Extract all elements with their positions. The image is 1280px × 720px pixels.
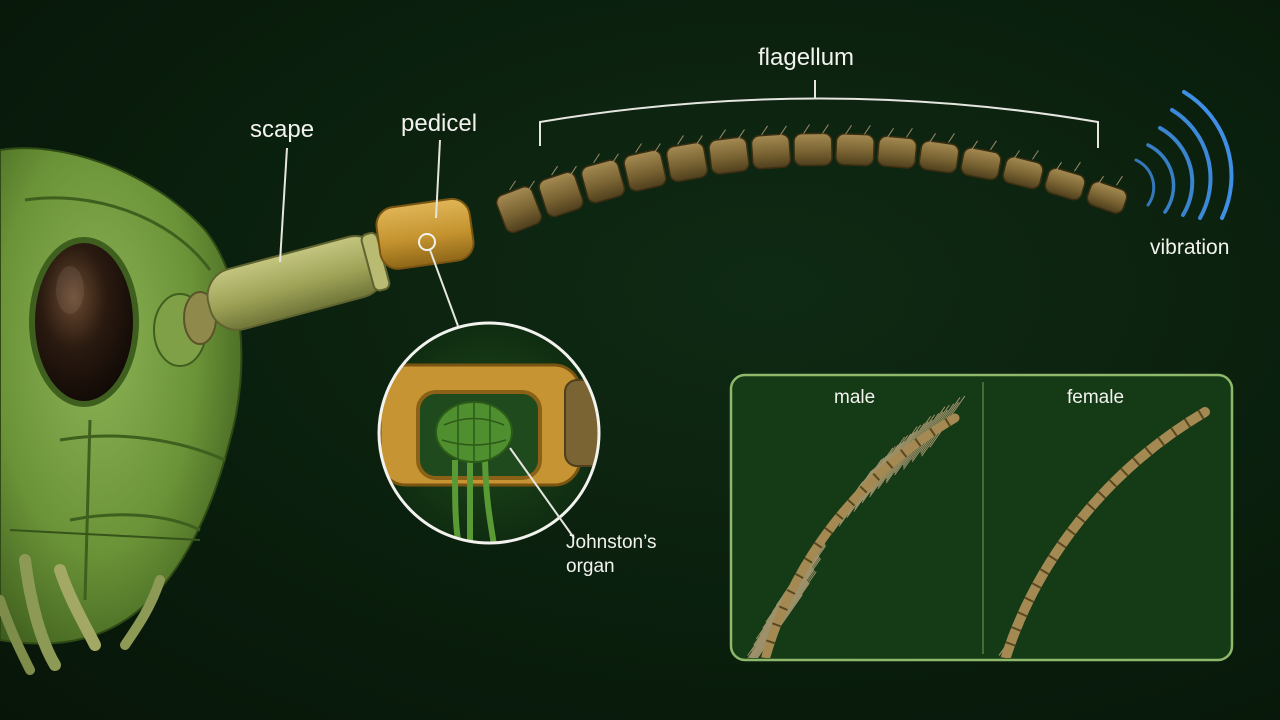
flagellum-hair <box>1032 150 1039 160</box>
scape-leader-line <box>279 147 288 263</box>
flagellum-hair <box>887 127 894 138</box>
flagellum-hair <box>1055 161 1062 172</box>
vibration-label: vibration <box>1150 236 1230 259</box>
flagellum-hair <box>551 165 558 176</box>
flagellum-segment <box>708 136 750 175</box>
scape-segment <box>206 232 391 331</box>
compound-eye <box>29 237 139 407</box>
flagellum-segment <box>1086 181 1128 214</box>
flagellum-label: flagellum <box>758 44 855 71</box>
flagellum-segment <box>918 140 960 174</box>
johnstons-organ-leader-line <box>509 447 575 539</box>
female-label: female <box>1067 387 1125 408</box>
flagellum-hair <box>528 180 535 191</box>
flagellum-hair <box>509 180 516 191</box>
flagellum-hair <box>971 140 978 151</box>
flagellum-segment <box>580 159 626 204</box>
insect-head <box>0 147 243 675</box>
flagellum-hair <box>593 153 600 163</box>
flagellum-hair <box>612 153 619 163</box>
flagellum-hair <box>929 133 936 143</box>
flagellum-segment <box>960 147 1002 181</box>
pedicel-marker <box>418 233 436 251</box>
flagellum-hair <box>1116 175 1123 186</box>
flagellum-segment <box>1002 156 1044 190</box>
flagellum-hair <box>677 135 684 145</box>
sound-waves-icon <box>1134 90 1234 220</box>
flagellum-hair <box>570 165 577 176</box>
flagellum-segments <box>495 124 1128 234</box>
flagellum-segment <box>623 149 667 192</box>
flagellum-hair <box>864 124 871 135</box>
pedicel-label: pedicel <box>401 110 478 137</box>
flagellum-hair <box>1013 150 1020 160</box>
comparison-panel <box>729 373 1234 662</box>
flagellum-hair <box>780 125 787 136</box>
flagellum-hair <box>761 125 768 136</box>
flagellum-segment <box>538 171 584 218</box>
male-antenna <box>732 395 966 658</box>
flagellum-segment <box>1044 167 1086 201</box>
flagellum-hair <box>635 143 642 153</box>
flagellum-hair <box>845 124 852 135</box>
flagellum-hair <box>948 133 955 143</box>
flagellum-segment <box>665 141 709 183</box>
flagellum-hair <box>803 124 810 134</box>
flagellum-segment <box>876 135 918 169</box>
flagellum-hair <box>719 129 726 139</box>
flagellum-hair <box>696 135 703 145</box>
flagellum-hair <box>990 140 997 151</box>
inset-leader-line <box>429 249 459 327</box>
flagellum-hair <box>906 127 913 138</box>
flagellum-hair <box>738 129 745 139</box>
johnstons-organ-label: Johnston’s organ <box>566 532 657 577</box>
flagellum-hair <box>1074 161 1081 172</box>
johnstons-organ-inset <box>377 321 601 545</box>
flagellum-hair <box>822 124 829 134</box>
flagellum-hair <box>1097 175 1104 186</box>
flagellum-segment <box>750 133 792 170</box>
flagellum-segment <box>793 132 833 167</box>
male-label: male <box>834 387 876 408</box>
pedicel-leader-line <box>435 139 441 219</box>
flagellum-segment <box>495 185 543 234</box>
flagellum-hair <box>654 143 661 153</box>
flagellum-bracket <box>539 97 1099 148</box>
scape-label: scape <box>250 116 315 143</box>
flagellum-segment <box>835 133 875 167</box>
female-antenna <box>998 407 1210 658</box>
